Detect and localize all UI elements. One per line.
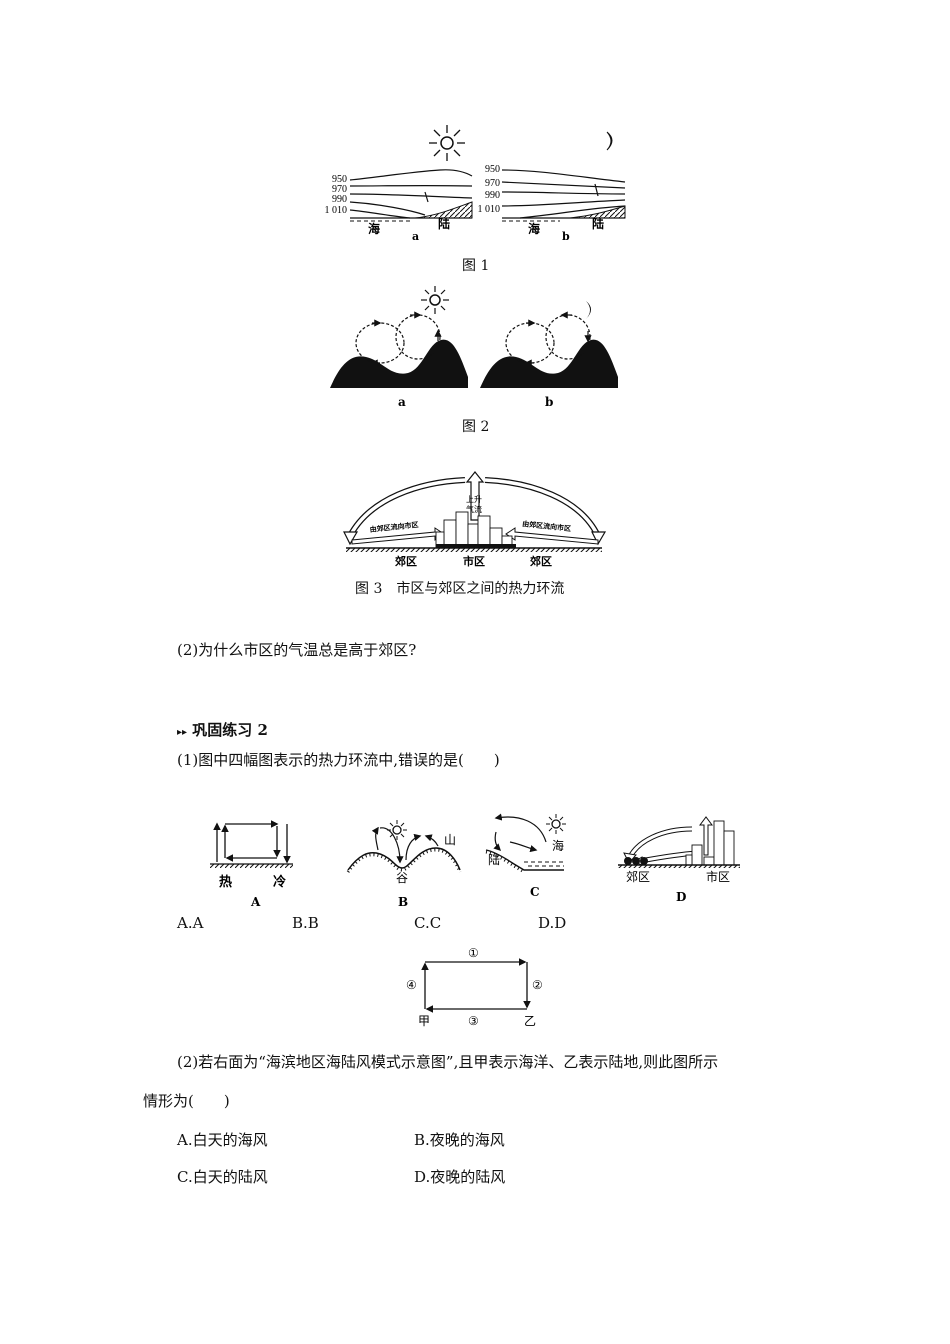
q1-option-c[interactable]: C.C [414, 914, 442, 932]
q1-figure-b: 山 谷 B [346, 820, 462, 909]
figure-1-caption: 图 1 [462, 258, 490, 274]
fig2-a-terrain [330, 339, 468, 388]
fig2-b-panel-label: b [545, 395, 553, 409]
q1-figure-a: 热 冷 A [210, 820, 293, 909]
left-flow-label: 由郊区流向市区 [369, 520, 419, 534]
rect-label-1: ① [468, 946, 479, 960]
rect-label-2: ② [532, 978, 543, 992]
fig-c-label: C [530, 885, 540, 899]
rising-label-2: 气流 [466, 504, 482, 514]
sun-icon [429, 125, 465, 161]
q1-option-b[interactable]: B.B [292, 914, 319, 932]
q2-option-a[interactable]: A.白天的海风 [177, 1131, 268, 1149]
fig-c-land-label: 陆 [488, 852, 500, 867]
fig-c-sea-label: 海 [552, 838, 564, 853]
q1-option-a[interactable]: A.A [177, 914, 204, 932]
q2-option-c[interactable]: C.白天的陆风 [177, 1168, 268, 1186]
isobar-label-a-1010: 1 010 [325, 205, 348, 216]
sun-icon [546, 814, 566, 834]
fig-d-city-label: 市区 [706, 869, 730, 884]
q1-option-d[interactable]: D.D [538, 914, 567, 932]
fig2-arrows [370, 311, 592, 367]
fig3-suburb-right: 郊区 [530, 554, 552, 568]
rect-label-3: ③ [468, 1014, 479, 1028]
question-2-text: (2)为什么市区的气温总是高于郊区? [177, 641, 417, 659]
section-marker-icon: ▸▸ [177, 727, 188, 738]
figure-2-caption: 图 2 [462, 419, 490, 435]
fig-d-label: D [676, 890, 686, 904]
figure-2: a b [330, 286, 618, 409]
q2-option-d[interactable]: D.夜晚的陆风 [414, 1168, 506, 1186]
fig-d-suburb-label: 郊区 [626, 870, 650, 884]
rising-air-arrow [465, 471, 485, 521]
q2-option-b[interactable]: B.夜晚的海风 [414, 1131, 505, 1149]
rising-label-1: 上升 [466, 495, 482, 504]
fig1-a-panel-label: a [412, 230, 419, 240]
rect-label-4: ④ [406, 978, 417, 992]
isobar-label-b-1010: 1 010 [478, 204, 501, 215]
city-buildings [685, 820, 735, 866]
figure-3: 上升 气流 由郊区流向市区 由郊区流向市区 郊区 市区 郊区 [343, 471, 607, 568]
fig-b-valley-label: 谷 [396, 871, 408, 885]
fig-a-label: A [250, 895, 261, 909]
fig1-b-panel-label: b [562, 230, 570, 240]
fig2-a-panel-label: a [398, 395, 406, 409]
fig-a-cold-label: 冷 [273, 874, 286, 890]
q2-stem-line-2: 情形为( ) [143, 1092, 230, 1110]
figure-1: 950 970 990 1 010 950 970 990 1 010 海 陆 … [325, 125, 626, 240]
fig1-b-sea-label: 海 [528, 221, 540, 236]
fig1-panel-a-ground [350, 201, 473, 222]
fig-b-mountain-label: 山 [444, 833, 456, 847]
moon-icon [606, 131, 613, 151]
fig3-city: 市区 [463, 554, 485, 568]
moon-icon [586, 301, 591, 319]
figure-3-caption: 图 3 市区与郊区之间的热力环流 [355, 581, 565, 597]
rect-label-right: 乙 [524, 1014, 536, 1028]
sun-icon [387, 820, 407, 840]
fig1-a-land-label: 陆 [438, 216, 450, 231]
fig-b-label: B [398, 895, 408, 909]
right-flow-label: 由郊区流向市区 [522, 519, 572, 533]
isobar-label-a-950: 950 [332, 174, 347, 185]
section-title: 巩固练习 2 [192, 721, 268, 739]
fig1-b-land-label: 陆 [592, 216, 604, 231]
circulation-rectangle-figure: ① ② ③ ④ 甲 乙 [406, 946, 543, 1028]
fig2-b-terrain [480, 339, 618, 388]
sun-icon [421, 286, 449, 314]
isobar-label-a-990: 990 [332, 194, 347, 205]
isobar-label-b-970: 970 [485, 178, 500, 189]
fig2-a-circulation [355, 314, 441, 364]
q1-stem: (1)图中四幅图表示的热力环流中,错误的是( ) [177, 751, 500, 769]
rect-label-left: 甲 [418, 1014, 430, 1028]
isobar-label-b-950: 950 [485, 164, 500, 175]
q1-figure-d: 郊区 市区 D [618, 816, 740, 904]
fig1-panel-b-isobars [501, 169, 626, 219]
fig3-suburb-left: 郊区 [395, 554, 417, 568]
section-heading: ▸▸ 巩固练习 2 [177, 720, 268, 743]
isobar-label-a-970: 970 [332, 184, 347, 195]
q1-figure-c: 陆 海 C [485, 813, 566, 899]
trees-icon [624, 857, 648, 865]
fig-a-hot-label: 热 [219, 874, 232, 890]
isobar-label-b-990: 990 [485, 190, 500, 201]
q2-stem-line-1: (2)若右面为“海滨地区海陆风模式示意图”,且甲表示海洋、乙表示陆地,则此图所示 [177, 1053, 719, 1071]
fig1-a-sea-label: 海 [368, 221, 380, 236]
fig1-panel-b-ground [502, 205, 626, 222]
